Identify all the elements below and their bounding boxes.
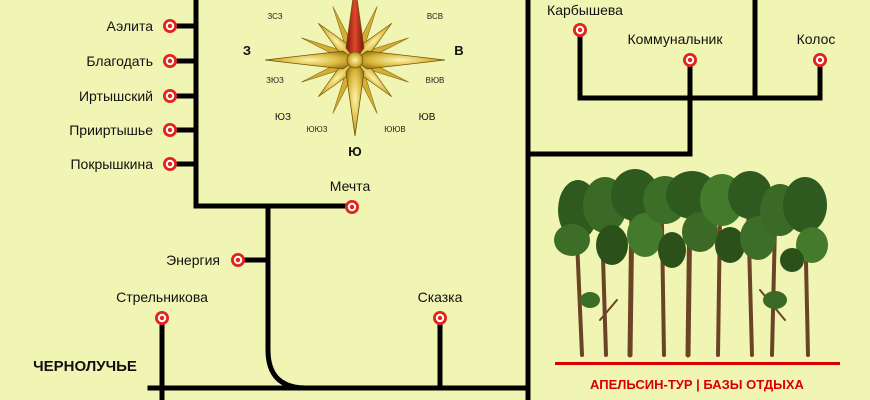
stop-label-aelita[interactable]: Аэлита [106,18,153,34]
stop-markers [155,19,827,325]
stop-marker-priirtyshe[interactable] [163,123,177,137]
stop-label-karbysheva[interactable]: Карбышева [547,2,623,18]
road-right-upper [577,27,823,101]
compass-ese-label: ВЮВ [426,76,445,85]
road-left-trunk [193,0,355,209]
compass-wnw-label: ЗСЗ [267,12,282,21]
stop-marker-pokryshkina[interactable] [163,157,177,171]
stop-label-irtyshsky[interactable]: Иртышский [79,88,153,104]
tour-banner[interactable]: АПЕЛЬСИН-ТУР | БАЗЫ ОТДЫХА [555,362,840,392]
compass-ene-label: ВСВ [427,12,443,21]
stop-marker-irtyshsky[interactable] [163,89,177,103]
stop-marker-strelnikova[interactable] [155,311,169,325]
compass-west-label: З [243,43,251,58]
road-central [265,203,531,391]
stop-marker-blagodat[interactable] [163,54,177,68]
stop-label-strelnikova[interactable]: Стрельникова [116,289,208,305]
stop-label-pokryshkina[interactable]: Покрышкина [70,156,153,172]
stop-marker-karbysheva[interactable] [573,23,587,37]
compass-ssw-label: ЮЮЗ [307,125,328,134]
road-right-branch [525,57,693,157]
compass-east-label: В [454,43,463,58]
stop-marker-aelita[interactable] [163,19,177,33]
pine-canopies [554,169,828,309]
stop-label-priirtyshe[interactable]: Прииртышье [69,122,153,138]
compass-wsw-label: ЗЮЗ [266,76,284,85]
stop-label-kolos[interactable]: Колос [797,31,836,47]
settlement-label[interactable]: ЧЕРНОЛУЧЬЕ [33,358,137,375]
compass-rose: Ю З В ЗСЗ ВСВ ЗЮЗ ВЮВ ЮЗ ЮВ ЮЮЗ ЮЮВ [243,0,464,159]
compass-sse-label: ЮЮВ [384,125,406,134]
stop-marker-mechta[interactable] [345,200,359,214]
banner-rule [555,362,840,365]
compass-hub [346,51,364,69]
stop-label-kommunalnik[interactable]: Коммунальник [627,31,723,47]
banner-text[interactable]: АПЕЛЬСИН-ТУР | БАЗЫ ОТДЫХА [590,377,804,392]
stop-labels: Аэлита Благодать Иртышский Прииртышье По… [33,2,835,375]
pine-forest-illustration [554,169,828,358]
stop-label-blagodat[interactable]: Благодать [86,53,153,69]
compass-sw-label: ЮЗ [275,112,291,123]
stop-label-skazka[interactable]: Сказка [418,289,463,305]
stop-label-energiya[interactable]: Энергия [166,252,220,268]
compass-se-label: ЮВ [419,112,436,123]
stop-marker-skazka[interactable] [433,311,447,325]
stop-marker-energiya[interactable] [231,253,245,267]
stop-marker-kommunalnik[interactable] [683,53,697,67]
stop-marker-kolos[interactable] [813,53,827,67]
compass-south-label: Ю [348,144,361,159]
stop-label-mechta[interactable]: Мечта [330,178,371,194]
